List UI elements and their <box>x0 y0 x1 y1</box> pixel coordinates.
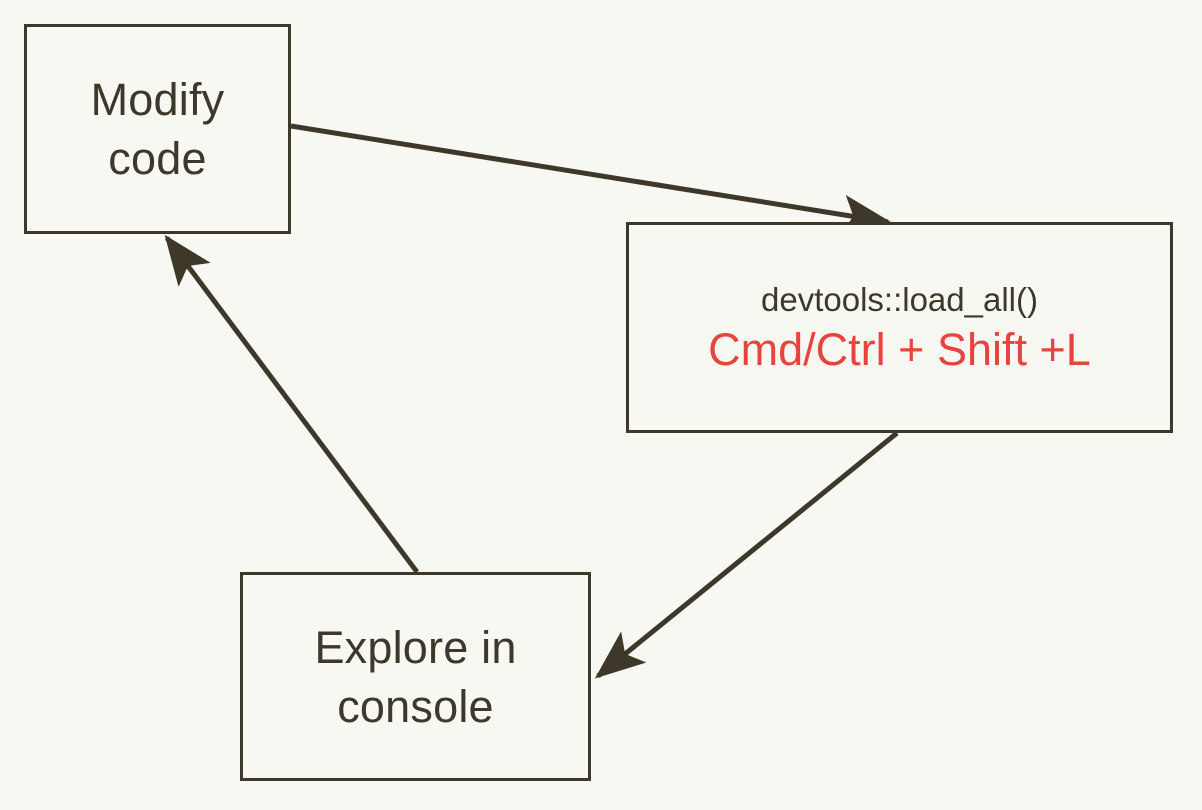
devtools-shortcut-label: Cmd/Ctrl + Shift +L <box>708 323 1091 375</box>
node-explore-console[interactable]: Explore in console <box>240 572 591 781</box>
edge-explore-to-modify <box>164 234 420 574</box>
node-explore-console-line2: console <box>337 680 494 732</box>
edge-modify-to-devtools <box>290 123 892 235</box>
node-devtools-load-all[interactable]: devtools::load_all() Cmd/Ctrl + Shift +L <box>626 222 1173 433</box>
devtools-command-label: devtools::load_all() <box>761 280 1038 318</box>
edge-devtools-to-explore <box>594 431 899 679</box>
node-explore-console-line1: Explore in <box>314 621 517 673</box>
node-modify-code[interactable]: Modify code <box>24 24 291 234</box>
node-modify-code-line1: Modify <box>90 74 225 125</box>
node-modify-code-line2: code <box>108 133 207 184</box>
